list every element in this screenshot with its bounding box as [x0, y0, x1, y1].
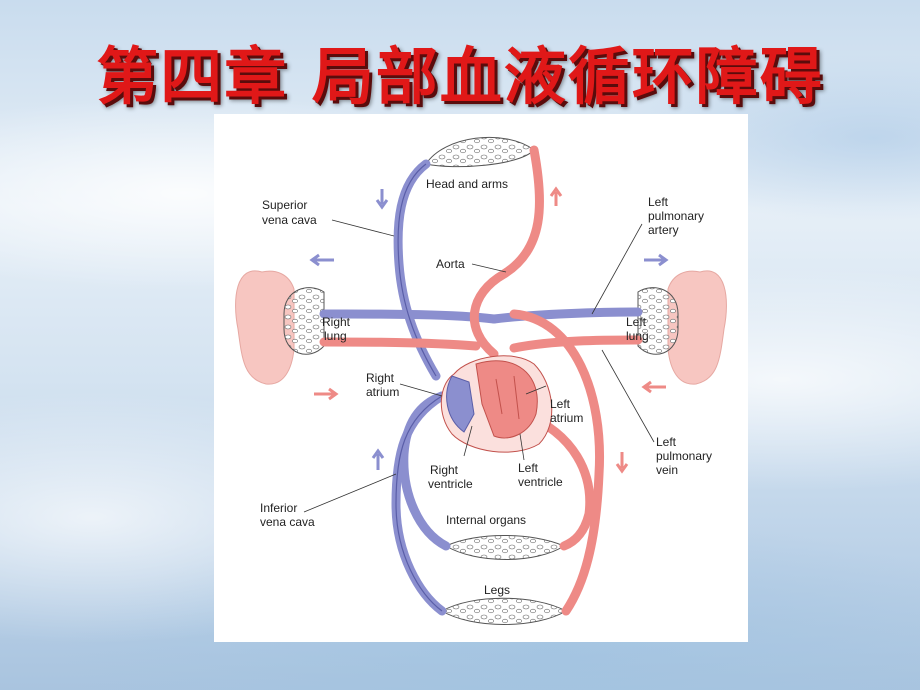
arrow-down-icon: [375, 189, 389, 210]
arrow-up-icon: [549, 186, 563, 206]
label-right-lung-2: lung: [324, 329, 347, 343]
label-right-lung-1: Right: [322, 315, 351, 329]
leader-lines: [303, 219, 655, 513]
label-head-arms: Head and arms: [426, 177, 508, 191]
diagram-labels: Head and arms Superior vena cava Aorta L…: [260, 177, 712, 597]
label-left-pulmonary-vein-2: pulmonary: [656, 449, 712, 463]
label-left-lung-1: Left: [626, 315, 647, 329]
right-heart-chambers: [446, 375, 475, 433]
label-superior-vena-cava-2: vena cava: [262, 213, 317, 227]
arrow-right-icon: [314, 387, 339, 401]
label-right-ventricle-2: ventricle: [428, 477, 473, 491]
arrow-down-icon: [615, 452, 629, 474]
right-lung-capillary-bed: [283, 287, 325, 355]
diagram-panel: Head and arms Superior vena cava Aorta L…: [214, 114, 748, 642]
flow-arrows: [309, 186, 669, 474]
organs-capillary-bed: [444, 535, 566, 560]
legs-capillary-bed: [441, 597, 568, 625]
label-left-atrium-2: atrium: [550, 411, 583, 425]
label-left-pulmonary-artery-3: artery: [648, 223, 679, 237]
circulatory-system-diagram: Head and arms Superior vena cava Aorta L…: [235, 136, 727, 625]
label-right-atrium-1: Right: [366, 371, 395, 385]
label-inferior-vena-cava-1: Inferior: [260, 501, 297, 515]
arrow-up-icon: [371, 448, 385, 470]
label-left-pulmonary-vein-1: Left: [656, 435, 677, 449]
label-left-ventricle-1: Left: [518, 461, 539, 475]
label-left-lung-2: lung: [626, 329, 649, 343]
label-inferior-vena-cava-2: vena cava: [260, 515, 315, 529]
heart: [440, 355, 553, 453]
label-right-atrium-2: atrium: [366, 385, 399, 399]
slide-title: 第四章 局部血液循环障碍: [96, 40, 824, 113]
head-capillary-bed: [425, 136, 535, 168]
left-lung-tissue: [667, 270, 727, 385]
left-lung-capillary-bed: [637, 287, 679, 355]
right-lung-tissue: [235, 270, 295, 385]
label-left-atrium-1: Left: [550, 397, 571, 411]
label-left-pulmonary-vein-3: vein: [656, 463, 678, 477]
arrow-right-icon: [644, 253, 669, 267]
label-right-ventricle-1: Right: [430, 463, 459, 477]
arrow-left-icon: [309, 253, 334, 267]
arrow-left-icon: [641, 380, 666, 394]
label-aorta: Aorta: [436, 257, 465, 271]
label-left-pulmonary-artery-1: Left: [648, 195, 669, 209]
left-heart-chambers: [475, 360, 538, 439]
arterial-vessels: [319, 145, 643, 616]
label-left-ventricle-2: ventricle: [518, 475, 563, 489]
label-legs: Legs: [484, 583, 510, 597]
label-left-pulmonary-artery-2: pulmonary: [648, 209, 704, 223]
label-internal-organs: Internal organs: [446, 513, 526, 527]
label-superior-vena-cava-1: Superior: [262, 198, 307, 212]
